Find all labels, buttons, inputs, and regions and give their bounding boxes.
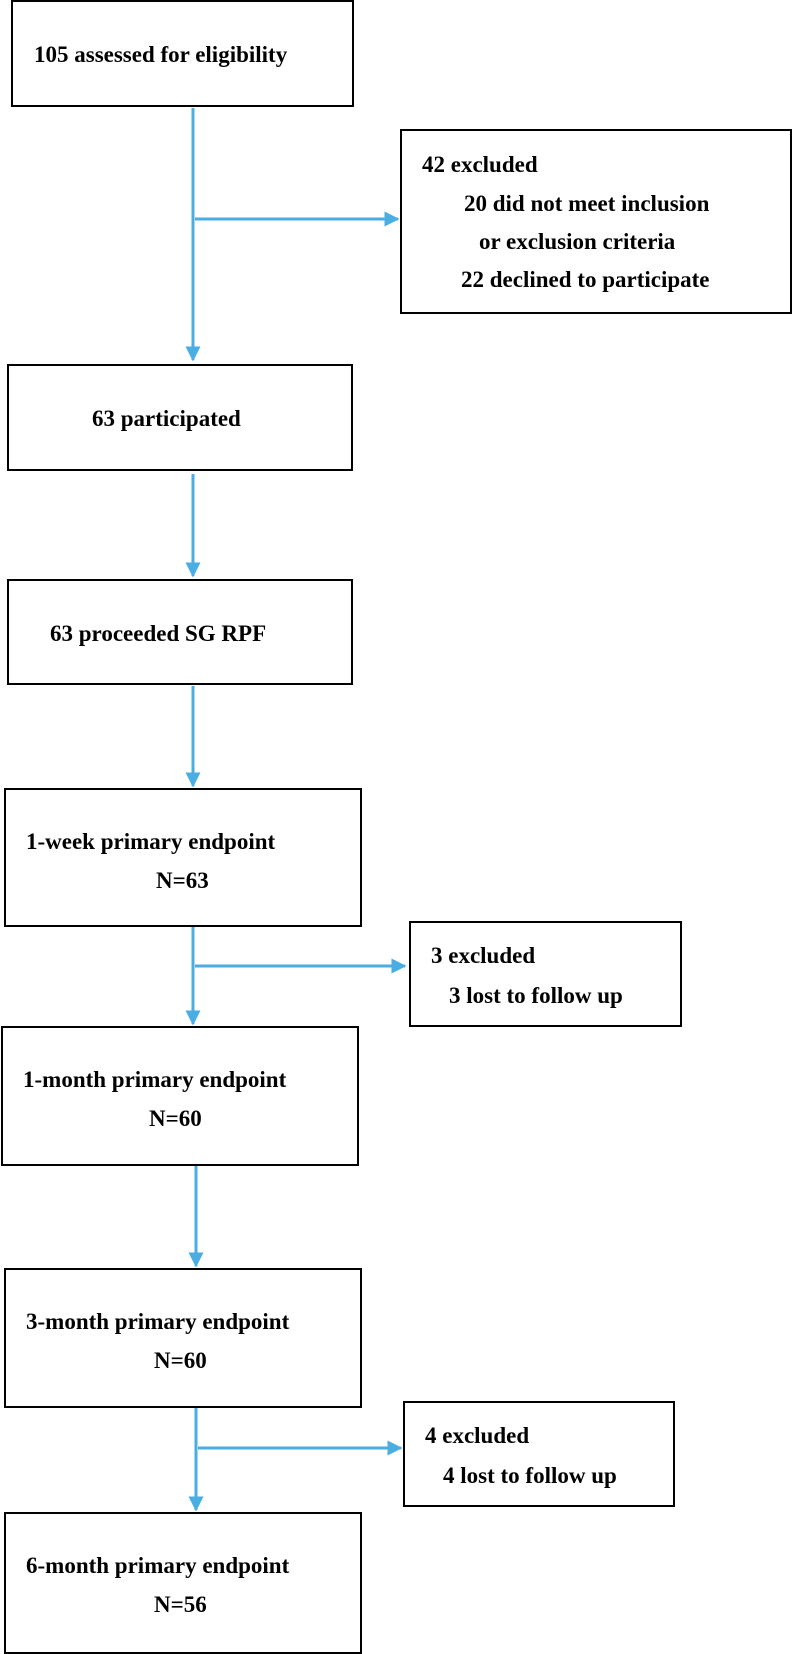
assessed-label: 105 assessed for eligibility <box>34 42 288 67</box>
excluded-2-count: 3 excluded <box>431 943 536 968</box>
month3-n: N=60 <box>154 1348 207 1373</box>
month3-label: 3-month primary endpoint <box>26 1309 290 1334</box>
excluded-3-count: 4 excluded <box>425 1423 530 1448</box>
proceeded-box: 63 proceeded SG RPF <box>7 579 353 685</box>
excluded-2-box: 3 excluded 3 lost to follow up <box>409 921 682 1027</box>
month3-box: 3-month primary endpoint N=60 <box>4 1268 362 1408</box>
excluded-1-reason-2: 22 declined to participate <box>461 267 710 292</box>
month1-box: 1-month primary endpoint N=60 <box>1 1026 359 1166</box>
month1-n: N=60 <box>149 1106 202 1131</box>
week1-box: 1-week primary endpoint N=63 <box>4 788 362 927</box>
excluded-3-reason: 4 lost to follow up <box>443 1463 617 1488</box>
excluded-1-reason-1: 20 did not meet inclusion <box>464 191 710 216</box>
week1-label: 1-week primary endpoint <box>26 829 276 854</box>
excluded-1-count: 42 excluded <box>422 152 538 177</box>
week1-n: N=63 <box>156 868 209 893</box>
excluded-2-reason: 3 lost to follow up <box>449 983 623 1008</box>
participated-label: 63 participated <box>92 406 241 431</box>
assessed-box: 105 assessed for eligibility <box>11 0 354 107</box>
excluded-3-box: 4 excluded 4 lost to follow up <box>403 1401 675 1507</box>
participated-box: 63 participated <box>7 364 353 471</box>
excluded-1-reason-1-cont: or exclusion criteria <box>479 229 676 254</box>
month6-box: 6-month primary endpoint N=56 <box>4 1512 362 1654</box>
excluded-1-box: 42 excluded 20 did not meet inclusion or… <box>400 129 792 314</box>
month6-n: N=56 <box>154 1592 207 1617</box>
month1-label: 1-month primary endpoint <box>23 1067 287 1092</box>
proceeded-label: 63 proceeded SG RPF <box>50 621 267 646</box>
month6-label: 6-month primary endpoint <box>26 1553 290 1578</box>
